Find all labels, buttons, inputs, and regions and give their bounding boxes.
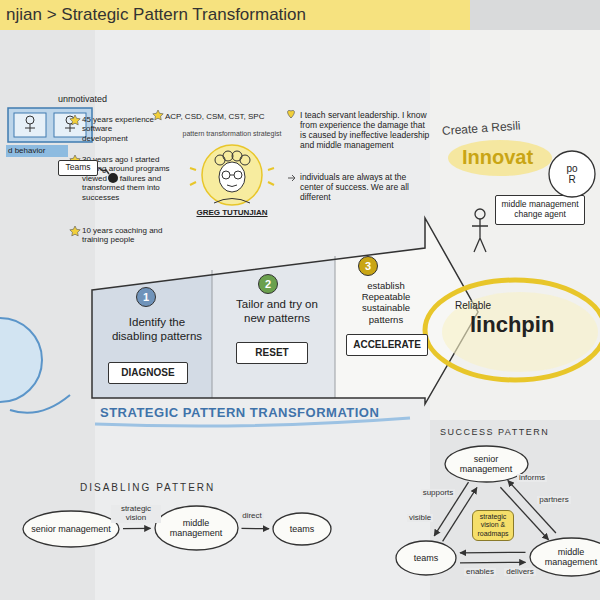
node-text: 3 [365,260,371,273]
node-text: middle management [157,518,236,539]
annotation-text: Tailor and try on new patterns [226,298,328,325]
annotation-text: establish Repeatable sustainable pattern… [346,280,426,325]
role-oval: middle management [154,505,239,551]
oval-shape [530,538,600,576]
connector-label: supports [421,489,456,498]
node-text: DIAGNOSE [121,367,174,379]
node-text: Teams [65,163,90,173]
phase-box: RESET [236,342,308,364]
step-number: 3 [358,256,378,276]
oval-shape [155,506,238,550]
connector [460,552,526,554]
node-text: po [566,163,577,175]
step-number: 2 [258,274,278,294]
vision-box: strategic vision & roadmaps [472,510,514,541]
connector-label: direct [240,512,264,521]
idea-oval: poR [548,150,596,198]
node-text: senior management [31,524,111,534]
role-oval: teams [272,512,332,546]
connector [460,562,526,564]
change-agent-figure [472,209,488,252]
annotation-text: 45 years experience software development [82,115,160,143]
role-oval: teams [395,540,457,576]
connector [508,480,556,533]
oval-shape [549,151,595,197]
annotation-text: 10 years coaching and training people [82,226,170,245]
role-box: middle management change agent [495,195,585,225]
connector-label: delivers [504,568,536,577]
team-box: Teams [58,160,98,176]
node-text: R [568,174,575,186]
annotation-text: Reliable [455,300,515,312]
title-bar-end [470,0,600,30]
node-text: strategic vision & roadmaps [476,513,510,537]
connector-label: informs [517,474,547,483]
portrait [190,145,274,205]
linchpin-glow [442,292,598,372]
annotation-text: I teach servant leadership. I know from … [300,110,432,150]
heart-bullet [288,110,295,118]
oval-shape [396,541,456,575]
node-text: 1 [143,291,149,304]
right-panel [430,30,600,420]
connector [123,528,151,529]
node-text: teams [290,524,315,534]
phase-box: DIAGNOSE [108,362,188,384]
annotation-text: individuals are always at the center of … [300,172,428,202]
node-text: middle management change agent [499,200,581,220]
highlight-blob [448,140,552,176]
annotation-text: pattern transformation strategist [180,130,284,138]
oval-shape [445,446,528,482]
annotation-text: Create a Resili [442,114,593,139]
process-arrow-outline [92,218,478,404]
linchpin-swirl [425,280,600,380]
node-text: teams [414,553,439,563]
annotation-text: ACP, CSD, CSM, CST, SPC [165,112,275,121]
node-text: ACCELERATE [353,339,421,351]
annotation-text: GREG TUTUNJIAN [190,208,274,217]
annotation-text: linchpin [470,312,580,338]
annotation-text: STRATEGIC PATTERN TRANSFORMATION [100,405,420,420]
node-text: middle management [532,547,600,568]
phase-box: ACCELERATE [346,334,428,356]
node-text: RESET [255,347,288,359]
connector-label: strategic vision [111,505,161,523]
oval-shape [273,513,331,545]
arrow-bullet [288,175,295,181]
connector-label: enables [464,568,496,577]
step-number: 1 [136,287,156,307]
connector-label: visible [407,514,433,523]
annotation-text: DISABLING PATTERN [80,482,250,494]
connector [242,528,270,530]
annotation-text: d behavior [8,146,68,155]
title-bar [0,0,470,30]
node-text: 2 [265,278,271,291]
arrow-dividers [212,256,335,398]
page-title: njian > Strategic Pattern Transformation [6,5,306,25]
annotation-text: SUCCESS PATTERN [440,427,580,438]
node-text: senior management [447,454,526,475]
role-oval: middle management [529,537,600,577]
annotation-text: unmotivated [58,94,128,105]
role-oval: senior management [444,445,529,483]
connector-label: partners [537,496,570,505]
annotation-text: Identify the disabling patterns [108,316,206,343]
oval-shape [23,511,119,547]
annotation-text: Innovat [462,146,546,170]
role-oval: senior management [22,510,120,548]
